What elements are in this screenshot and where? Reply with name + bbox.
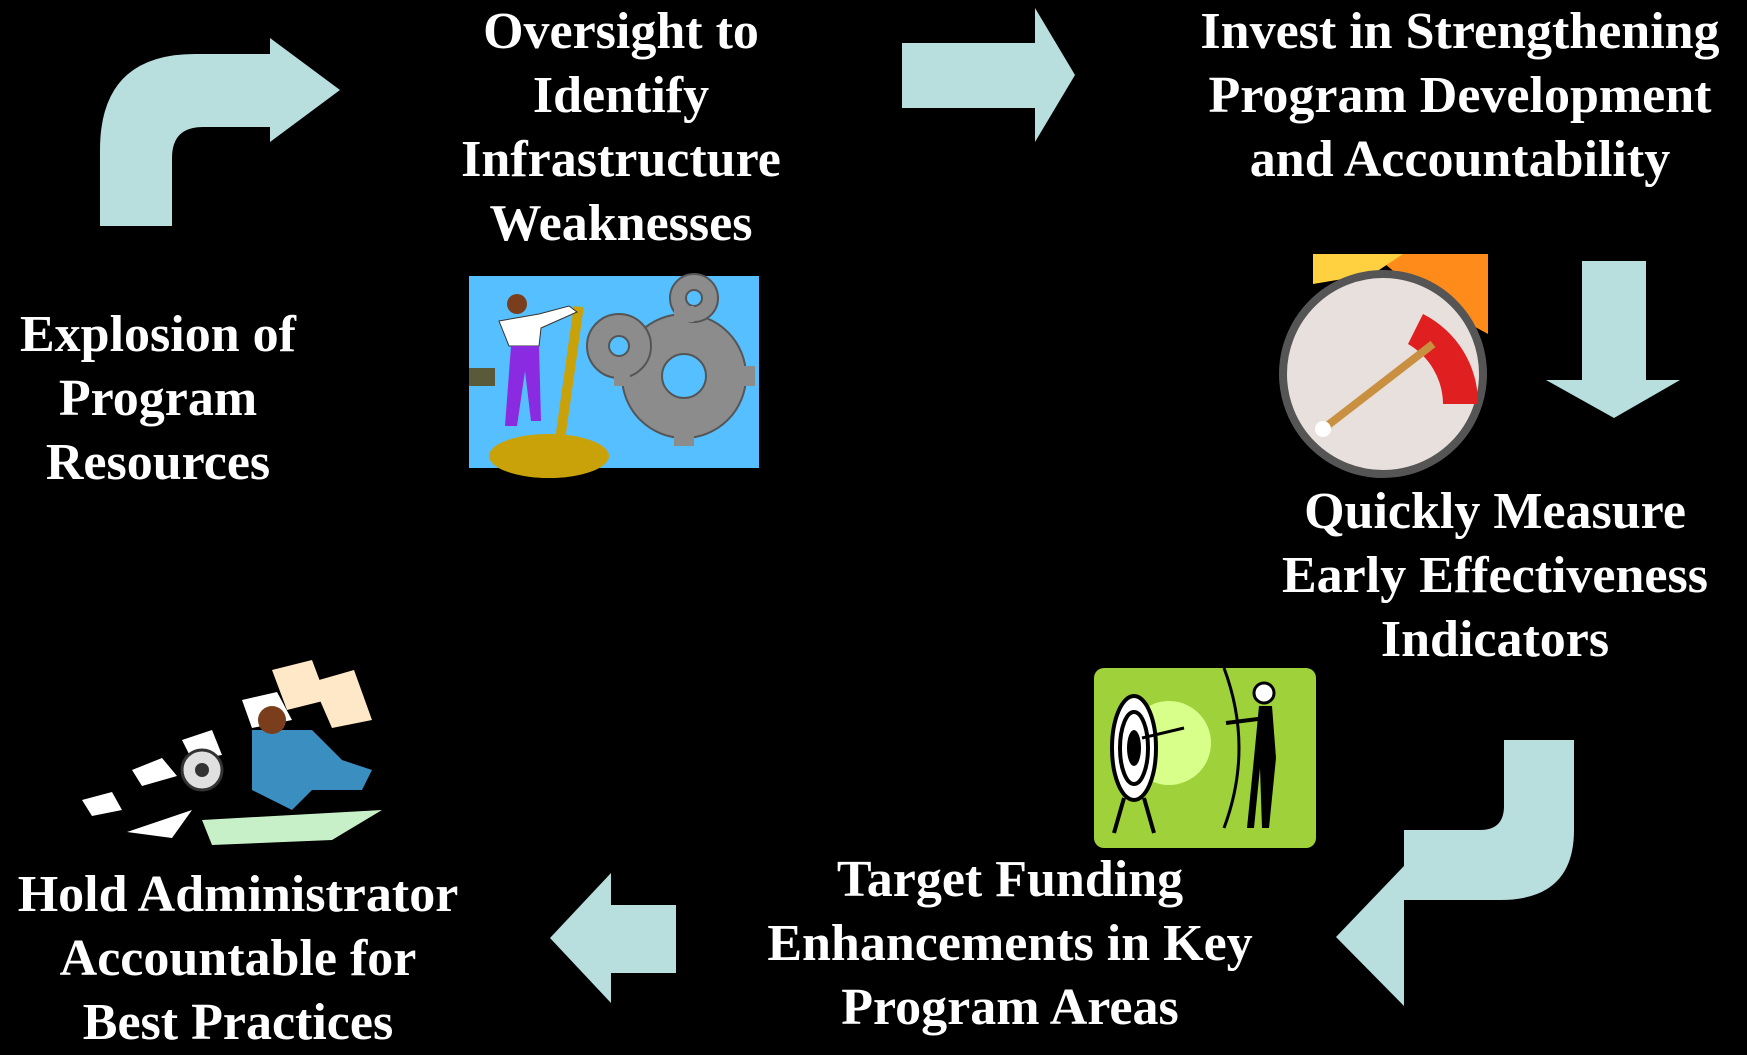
step-explosion-label: Explosion of Program Resources bbox=[20, 306, 296, 491]
step-measure-label: Quickly Measure Early Effectiveness Indi… bbox=[1281, 483, 1708, 668]
step-invest-label: Invest in Strengthening Program Developm… bbox=[1200, 3, 1720, 188]
arrow-invest-to-measure bbox=[1546, 261, 1680, 418]
arrow-oversight-to-invest bbox=[902, 8, 1075, 142]
speed-gauge-icon bbox=[1279, 254, 1488, 478]
gears-clipart-icon bbox=[469, 273, 759, 478]
arrow-explosion-to-oversight bbox=[100, 38, 340, 226]
arrow-measure-to-target bbox=[1336, 740, 1574, 1006]
step-target-label: Target Funding Enhancements in Key Progr… bbox=[767, 851, 1253, 1036]
running-businessman-icon bbox=[82, 660, 382, 845]
archery-target-icon bbox=[1094, 667, 1316, 848]
arrow-target-to-accountable bbox=[550, 873, 676, 1003]
step-oversight-label: Oversight to Identify Infrastructure Wea… bbox=[461, 3, 781, 252]
step-accountable-label: Hold Administrator Accountable for Best … bbox=[17, 866, 459, 1051]
